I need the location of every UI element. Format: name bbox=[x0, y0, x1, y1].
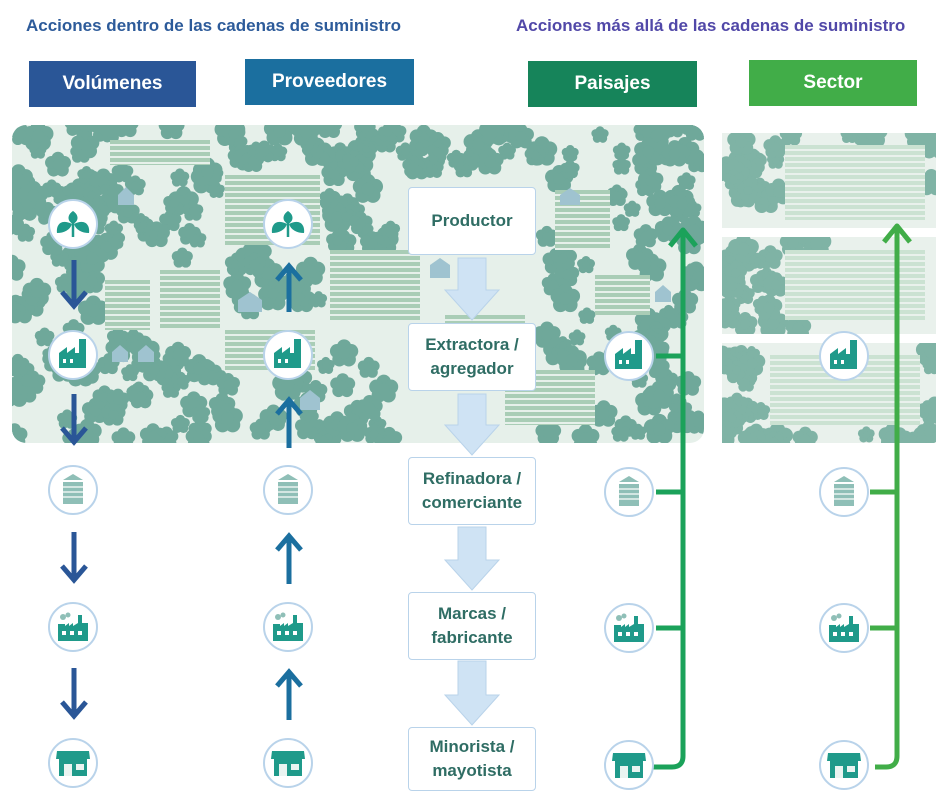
stage-refinery-trader: Refinadora / comerciante bbox=[408, 457, 536, 525]
sector-flow-arrow bbox=[870, 223, 912, 770]
suppliers-icons bbox=[263, 199, 313, 788]
column-sector-label: Sector bbox=[749, 60, 917, 106]
chain-flow-arrows bbox=[443, 257, 501, 726]
stage-producer: Productor bbox=[408, 187, 536, 255]
beyond-supply-chains-header: Acciones más allá de las cadenas de sumi… bbox=[516, 16, 906, 35]
store-icon bbox=[271, 751, 305, 776]
sector-icons bbox=[819, 331, 869, 790]
sector-landscape-background bbox=[722, 133, 936, 443]
column-volumes-label: Volúmenes bbox=[29, 61, 196, 107]
store-icon bbox=[612, 753, 646, 778]
landscape-background bbox=[12, 125, 704, 443]
volumes-icons bbox=[48, 199, 98, 788]
silo-icon bbox=[62, 473, 84, 505]
column-suppliers-label: Proveedores bbox=[245, 59, 414, 105]
store-icon bbox=[827, 753, 861, 778]
stage-brands-manufacturer: Marcas / fabricante bbox=[408, 592, 536, 660]
column-landscapes-label: Paisajes bbox=[528, 61, 697, 107]
silo-icon bbox=[277, 473, 299, 505]
within-supply-chains-header: Acciones dentro de las cadenas de sumini… bbox=[26, 16, 402, 35]
stage-retailer-wholesaler: Minorista / mayotista bbox=[408, 727, 536, 791]
store-icon bbox=[56, 751, 90, 776]
silo-icon bbox=[833, 475, 855, 507]
landscapes-icons bbox=[604, 331, 654, 790]
suppliers-flow-arrows bbox=[275, 262, 303, 720]
volumes-flow-arrows bbox=[60, 260, 88, 720]
silo-icon bbox=[618, 475, 640, 507]
stage-mill-aggregator: Extractora / agregador bbox=[408, 323, 536, 391]
landscapes-flow-arrow bbox=[653, 227, 698, 770]
